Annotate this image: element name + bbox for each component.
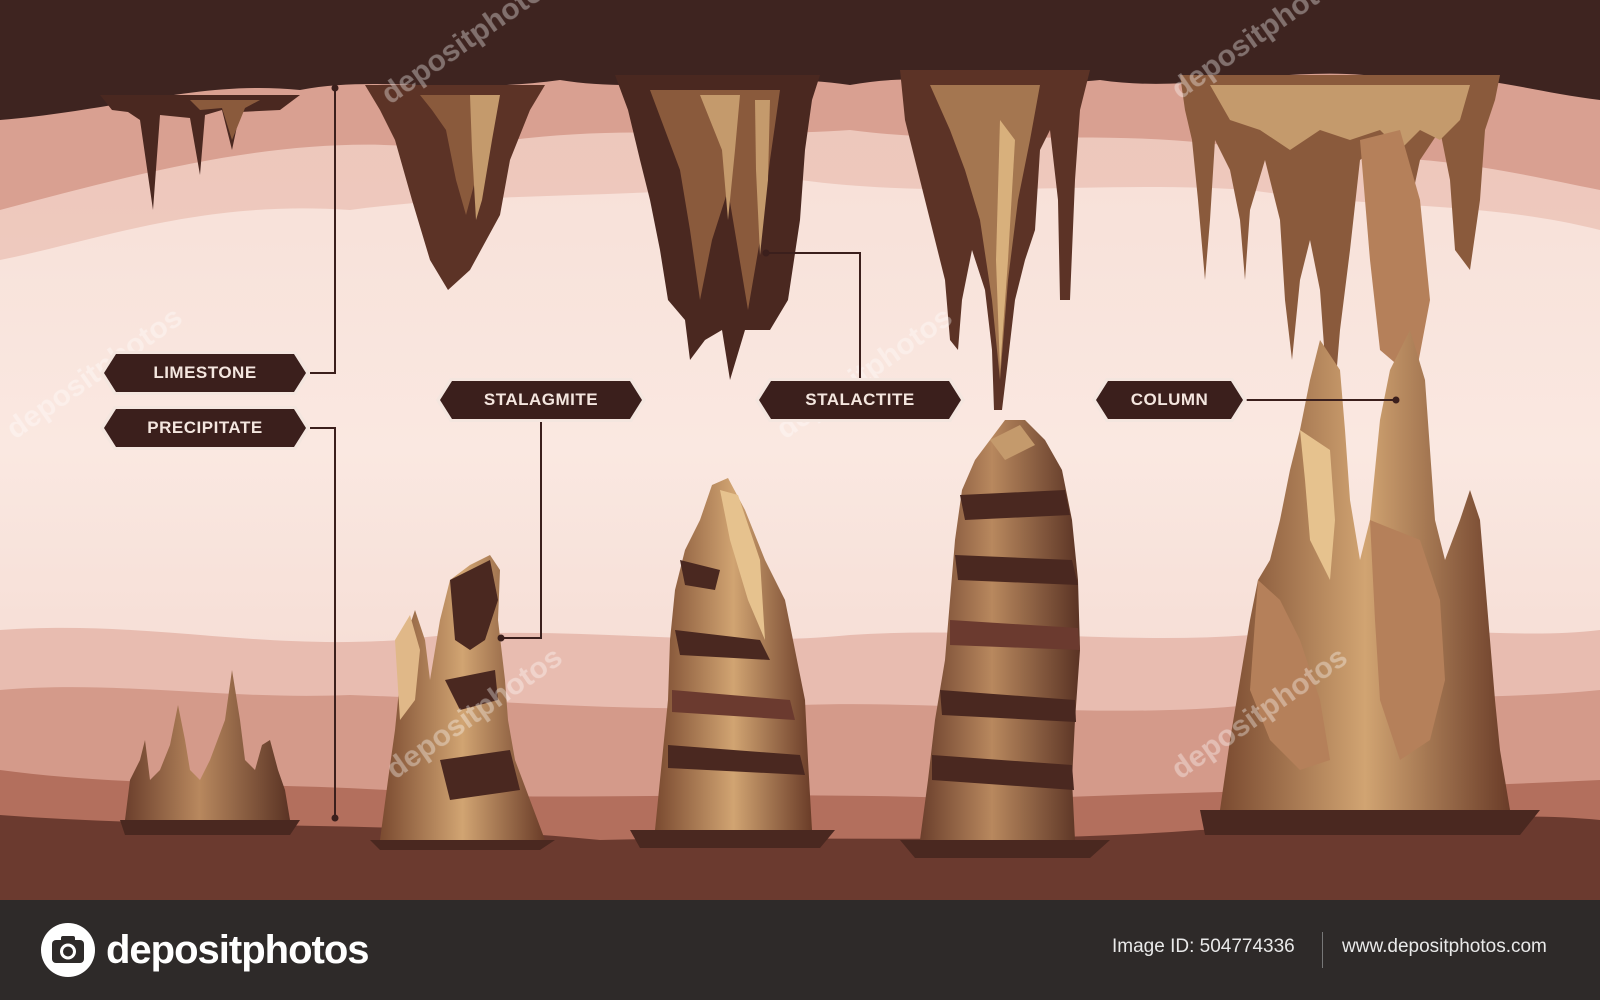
label-column: COLUMN (1092, 378, 1247, 422)
camera-logo-icon (41, 923, 95, 977)
leader-lines (310, 84, 1400, 822)
limestone-dot (331, 84, 339, 92)
label-column-text: COLUMN (1130, 390, 1209, 409)
cave-illustration: depositphotos depositphotos depositphoto… (0, 0, 1600, 900)
label-stalactite: STALACTITE (755, 378, 965, 422)
label-precipitate: PRECIPITATE (100, 406, 310, 450)
label-stalagmite-text: STALAGMITE (483, 390, 599, 409)
limestone-leader (310, 88, 336, 374)
label-limestone: LIMESTONE (100, 351, 310, 395)
column-base (1200, 330, 1540, 835)
stalactite-dot (762, 249, 770, 257)
stalagmite-short (370, 555, 555, 850)
label-stalagmite: STALAGMITE (436, 378, 646, 422)
ceiling-rock (0, 0, 1600, 120)
label-limestone-text: LIMESTONE (153, 363, 257, 382)
stalagmite-leader (501, 422, 542, 639)
label-precipitate-text: PRECIPITATE (147, 418, 263, 437)
stalactite-leader (766, 252, 861, 379)
stalactite-cluster (615, 75, 820, 380)
brand-name: depositphotos (106, 927, 370, 972)
label-stalactite-text: STALACTITE (805, 390, 915, 409)
stalagmite-dot (497, 634, 505, 642)
precipitate-spikes (120, 670, 300, 835)
precipitate-leader (310, 427, 336, 818)
limestone-stalactite-small (100, 95, 300, 210)
stalactite-to-stalagmite-drip (900, 70, 1090, 410)
website-link[interactable]: www.depositphotos.com (1342, 936, 1547, 957)
footer-divider (1322, 932, 1323, 968)
precipitate-dot (331, 814, 339, 822)
column-stalactites (1180, 75, 1500, 390)
footer-bar: depositphotos Image ID: 504774336 www.de… (0, 900, 1600, 1000)
stalactite-rounded (365, 85, 545, 290)
stalagmite-tall-layered (630, 478, 835, 848)
image-id: Image ID: 504774336 (1112, 936, 1295, 957)
brand-logo[interactable]: depositphotos (40, 922, 370, 978)
column-dot (1392, 396, 1400, 404)
stalagmite-large-dripping (900, 420, 1110, 858)
